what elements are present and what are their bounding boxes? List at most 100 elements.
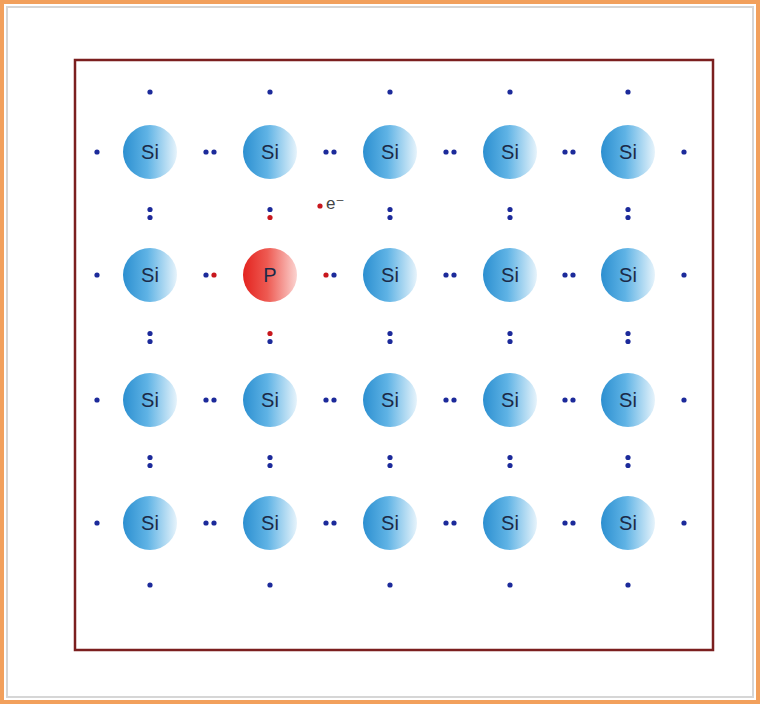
electron-dot xyxy=(562,149,567,154)
silicon-atom: Si xyxy=(123,496,177,550)
atom-symbol: Si xyxy=(619,513,637,533)
silicon-atom: Si xyxy=(363,248,417,302)
silicon-atom: Si xyxy=(601,125,655,179)
dopant-atom: P xyxy=(243,248,297,302)
electron-dot xyxy=(211,397,216,402)
electron-dot xyxy=(94,520,99,525)
electron-dot xyxy=(147,207,152,212)
electron-dot xyxy=(562,520,567,525)
electron-dot xyxy=(267,89,272,94)
electron-dot xyxy=(331,149,336,154)
electron-dot xyxy=(443,520,448,525)
electron-dots xyxy=(94,89,686,587)
electron-dot xyxy=(211,149,216,154)
electron-dot xyxy=(625,89,630,94)
silicon-atom: Si xyxy=(601,496,655,550)
lattice-border xyxy=(75,60,713,650)
electron-dot xyxy=(387,339,392,344)
electron-dot xyxy=(267,207,272,212)
atom-symbol: Si xyxy=(381,142,399,162)
electron-dot xyxy=(147,582,152,587)
electron-dot xyxy=(331,397,336,402)
electron-dot xyxy=(387,207,392,212)
electron-dot xyxy=(625,339,630,344)
electron-dot xyxy=(147,215,152,220)
electron-dot xyxy=(323,520,328,525)
electron-dot xyxy=(681,520,686,525)
electron-dot xyxy=(625,331,630,336)
electron-dot xyxy=(147,455,152,460)
silicon-atom: Si xyxy=(243,496,297,550)
atom-symbol: Si xyxy=(261,513,279,533)
electron-dot xyxy=(387,331,392,336)
electron-dot xyxy=(267,455,272,460)
silicon-atom: Si xyxy=(363,125,417,179)
silicon-atom: Si xyxy=(483,125,537,179)
electron-dot xyxy=(267,331,272,336)
silicon-atom: Si xyxy=(601,373,655,427)
electron-dot xyxy=(317,203,322,208)
atom-symbol: Si xyxy=(381,390,399,410)
electron-dot xyxy=(507,207,512,212)
electron-dot xyxy=(387,463,392,468)
electron-dot xyxy=(267,215,272,220)
silicon-atom: Si xyxy=(123,248,177,302)
electron-dot xyxy=(147,331,152,336)
electron-dot xyxy=(387,215,392,220)
electron-dot xyxy=(451,520,456,525)
atom-symbol: Si xyxy=(381,265,399,285)
atom-symbol: Si xyxy=(261,142,279,162)
atom-symbol: P xyxy=(263,265,276,285)
electron-dot xyxy=(507,89,512,94)
electron-dot xyxy=(267,463,272,468)
electron-dot xyxy=(443,397,448,402)
atom-symbol: Si xyxy=(141,390,159,410)
silicon-atom: Si xyxy=(243,373,297,427)
electron-dot xyxy=(203,520,208,525)
frame-shadow xyxy=(7,7,753,697)
electron-dot xyxy=(323,397,328,402)
atom-symbol: Si xyxy=(501,142,519,162)
electron-dot xyxy=(507,215,512,220)
electron-dot xyxy=(203,397,208,402)
atom-symbol: Si xyxy=(501,513,519,533)
silicon-atom: Si xyxy=(363,373,417,427)
electron-dot xyxy=(451,272,456,277)
electron-dot xyxy=(331,520,336,525)
electron-dot xyxy=(625,455,630,460)
electron-dot xyxy=(323,149,328,154)
electron-dot xyxy=(570,272,575,277)
silicon-atom: Si xyxy=(601,248,655,302)
electron-dot xyxy=(94,149,99,154)
electron-dot xyxy=(625,582,630,587)
electron-dot xyxy=(625,207,630,212)
atom-symbol: Si xyxy=(141,513,159,533)
atom-symbol: Si xyxy=(501,265,519,285)
electron-dot xyxy=(507,339,512,344)
electron-dot xyxy=(147,89,152,94)
electron-dot xyxy=(203,272,208,277)
silicon-atom: Si xyxy=(483,496,537,550)
electron-dot xyxy=(94,397,99,402)
electron-dot xyxy=(681,272,686,277)
silicon-atom: Si xyxy=(483,373,537,427)
electron-dot xyxy=(267,339,272,344)
electron-dot xyxy=(570,520,575,525)
electron-dot xyxy=(211,520,216,525)
atom-symbol: Si xyxy=(619,142,637,162)
electron-dot xyxy=(507,582,512,587)
electron-dot xyxy=(387,455,392,460)
silicon-atom: Si xyxy=(123,125,177,179)
electron-dot xyxy=(507,331,512,336)
electron-label: e⁻ xyxy=(326,195,344,212)
electron-dot xyxy=(443,272,448,277)
silicon-atom: Si xyxy=(483,248,537,302)
atom-symbol: Si xyxy=(619,390,637,410)
electron-dot xyxy=(147,463,152,468)
electron-dot xyxy=(211,272,216,277)
atom-symbol: Si xyxy=(261,390,279,410)
